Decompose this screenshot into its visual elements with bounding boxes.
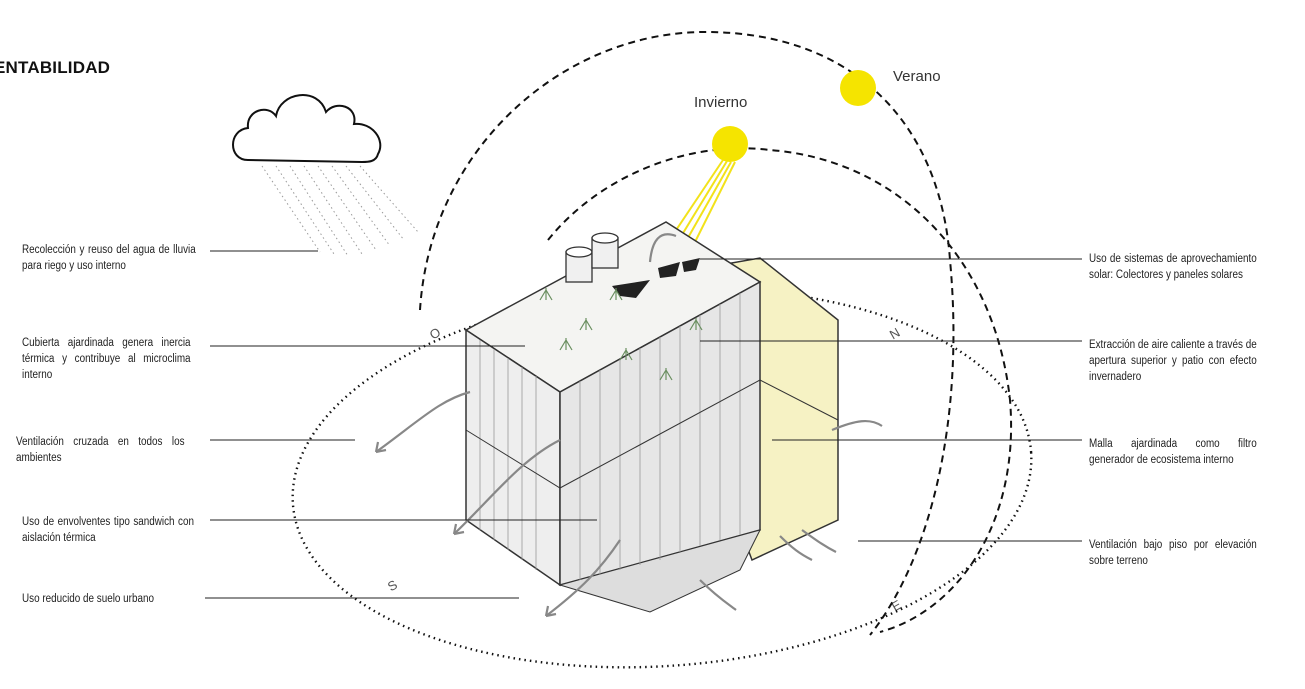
front-lower-facade (558, 529, 761, 613)
summer-label: Verano (893, 68, 941, 85)
floor-line (465, 379, 839, 489)
diagram-title: ENTABILIDAD (0, 58, 111, 77)
cladding-lines (479, 293, 741, 580)
note-hot-air-extraction: Extracción de aire caliente a través de … (1089, 339, 1257, 383)
site-horizon (291, 287, 1033, 669)
note-urban-land: Uso reducido de suelo urbano (22, 593, 154, 605)
note-green-mesh: Malla ajardinada como filtro generador d… (1089, 438, 1257, 466)
note-green-roof: Cubierta ajardinada genera inercia térmi… (22, 337, 191, 381)
leader-lines-left (205, 250, 597, 599)
roof-plants (539, 288, 703, 381)
leader-lines-right (700, 258, 1082, 542)
note-underfloor-ventilation: Ventilación bajo piso por elevación sobr… (1089, 539, 1257, 567)
winter-label: Invierno (694, 94, 748, 111)
note-cross-ventilation: Ventilación cruzada en todos los ambient… (16, 436, 185, 464)
winter-sun-path (547, 147, 1013, 633)
rain-icon (261, 165, 419, 257)
summer-sun (840, 70, 876, 106)
note-solar: Uso de sistemas de aprovechamiento solar… (1089, 253, 1257, 281)
note-sandwich-envelope: Uso de envolventes tipo sandwich con ais… (22, 516, 194, 544)
cloud-icon (232, 94, 382, 164)
winter-sun (712, 126, 748, 162)
airflow-arrows (374, 233, 883, 618)
note-rainwater: Recolección y reuso del agua de lluvia p… (22, 244, 196, 272)
solar-panels-icon (612, 258, 700, 298)
water-tanks-icon (565, 232, 619, 283)
